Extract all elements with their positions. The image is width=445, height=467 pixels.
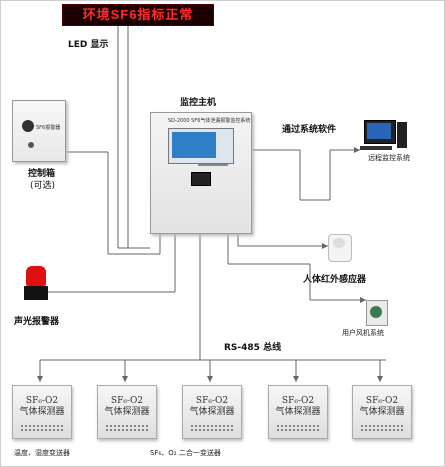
host-stripe [198,164,228,166]
control-box-label: 控制箱 [28,169,56,179]
sensor-line2: 气体探测器 [104,407,150,417]
software-label: 通过系统软件 [282,125,337,135]
alarm-light-icon [26,266,46,286]
sensor-line1: SF₆-O2 [110,396,144,406]
gas-sensor-2: SF₆-O2 气体探测器 [97,385,157,439]
led-display: 环境SF6指标正常 [62,4,214,26]
bus-label: RS-485 总线 [224,343,282,353]
footer-mid-label: SF₆、O₂ 二合一变送器 [150,449,221,457]
keyboard-icon [360,146,392,150]
fan-label: 用户风机系统 [342,329,384,337]
alarm-label: 声光报警器 [14,317,60,327]
knob-icon [22,120,34,132]
pir-label: 人体红外感应器 [303,275,367,285]
gas-sensor-3: SF₆-O2 气体探测器 [182,385,242,439]
sensor-line2: 气体探测器 [275,407,321,417]
fan-blade [370,306,382,318]
control-box [12,100,66,162]
footer-left-label: 温度、湿度变送器 [14,449,70,457]
sensor-line2: 气体探测器 [359,407,405,417]
sensor-line2: 气体探测器 [19,407,65,417]
host-label: 监控主机 [180,98,217,108]
sensor-line1: SF₆-O2 [281,396,315,406]
gas-sensor-4: SF₆-O2 气体探测器 [268,385,328,439]
vent-dots [190,424,234,432]
vent-dots [105,424,149,432]
computer-tower-icon [397,122,407,148]
vent-dots [360,424,404,432]
button-icon [28,142,34,148]
vent-dots [20,424,64,432]
led-label: LED 显示 [68,40,109,50]
host-panel-icon [191,172,211,186]
remote-label: 远程监控系统 [368,154,410,162]
gas-sensor-1: SF₆-O2 气体探测器 [12,385,72,439]
pir-lens [333,238,345,248]
control-box-panel-text: SF6报警器 [36,125,61,131]
sensor-line1: SF₆-O2 [195,396,229,406]
sensor-line1: SF₆-O2 [25,396,59,406]
host-screen-display [172,132,216,158]
host-caption: SD-2000 SF6气体泄漏报警监控系统 [168,118,251,124]
gas-sensor-5: SF₆-O2 气体探测器 [352,385,412,439]
alarm-base [24,286,48,300]
vent-dots [276,424,320,432]
sensor-line2: 气体探测器 [189,407,235,417]
sensor-line1: SF₆-O2 [365,396,399,406]
control-box-sub: (可选) [30,181,56,191]
monitor-screen [367,123,391,139]
